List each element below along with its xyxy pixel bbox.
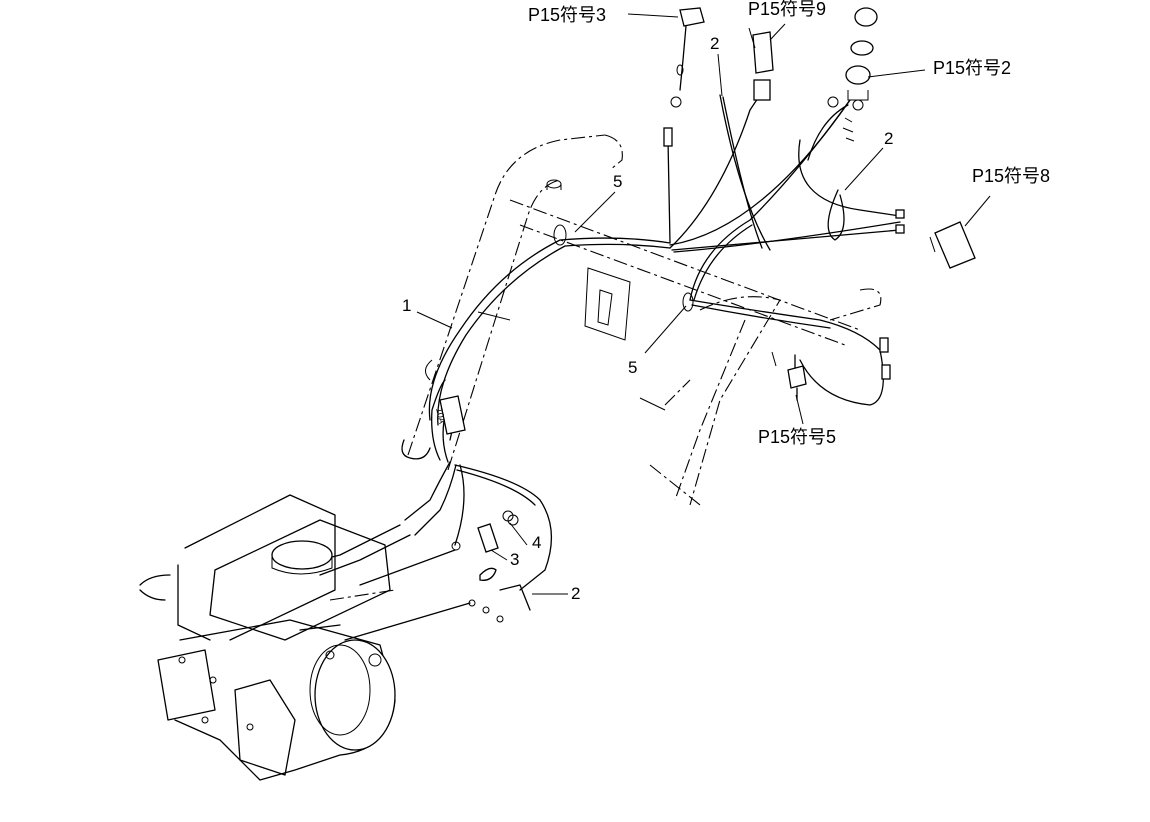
ref-label-p15-3: P15符号3: [528, 5, 607, 25]
key-switch-p15-2: [842, 7, 878, 142]
ref-label-p15-5: P15符号5: [758, 427, 837, 447]
part-number-2-right: 2: [884, 129, 894, 148]
part-number-5-top: 5: [613, 172, 623, 191]
part-number-2-bottom: 2: [571, 584, 581, 603]
component-p15-8: [929, 221, 976, 269]
part-number-1: 1: [402, 296, 412, 315]
clamps: [425, 224, 694, 381]
part-number-2-top: 2: [710, 34, 720, 53]
part-number-3: 3: [510, 550, 520, 569]
fuse-label: 10A: [434, 406, 448, 425]
leader-lines: [416, 13, 991, 595]
handle-frame: [401, 134, 882, 506]
switch-p15-3: [676, 7, 705, 91]
ref-label-p15-2: P15符号2: [933, 58, 1012, 78]
ref-label-p15-8: P15符号8: [972, 166, 1051, 186]
lower-parts: [344, 510, 531, 641]
part-number-5-mid: 5: [628, 358, 638, 377]
main-harness: [299, 94, 901, 591]
part-number-4: 4: [532, 533, 542, 552]
switch-p15-5: [787, 354, 807, 401]
engine: [139, 494, 396, 781]
relay-p15-9: [748, 27, 774, 74]
ref-label-p15-9: P15符号9: [748, 0, 827, 19]
